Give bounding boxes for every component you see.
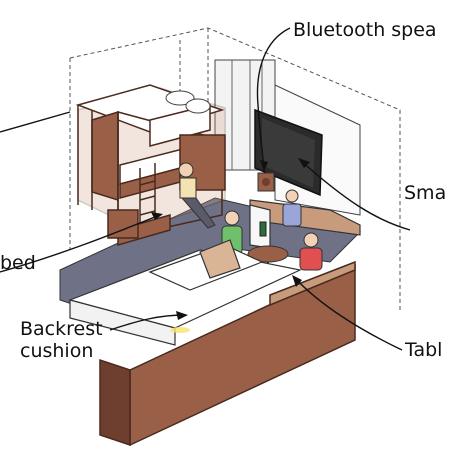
- label-bluetooth-speaker: Bluetooth spea: [293, 19, 437, 41]
- label-backrest-line2: cushion: [20, 340, 94, 362]
- wall-outline: [69, 27, 401, 310]
- bluetooth-speaker-icon: [257, 172, 275, 192]
- backrest-cushion: [199, 239, 241, 279]
- label-table: Tabl: [405, 339, 443, 361]
- person-bunk: [178, 162, 216, 229]
- label-backrest-cushion: Backrest cushion: [20, 318, 103, 362]
- reading-light: [170, 327, 190, 333]
- wood-panel: [99, 260, 356, 447]
- leader-lines: [0, 27, 411, 351]
- pillows: [165, 90, 211, 114]
- label-smart-tv: Sma: [404, 182, 447, 204]
- label-bed: bed: [0, 252, 36, 274]
- label-backrest-line1: Backrest: [20, 318, 103, 340]
- arrow-heads: [151, 158, 310, 320]
